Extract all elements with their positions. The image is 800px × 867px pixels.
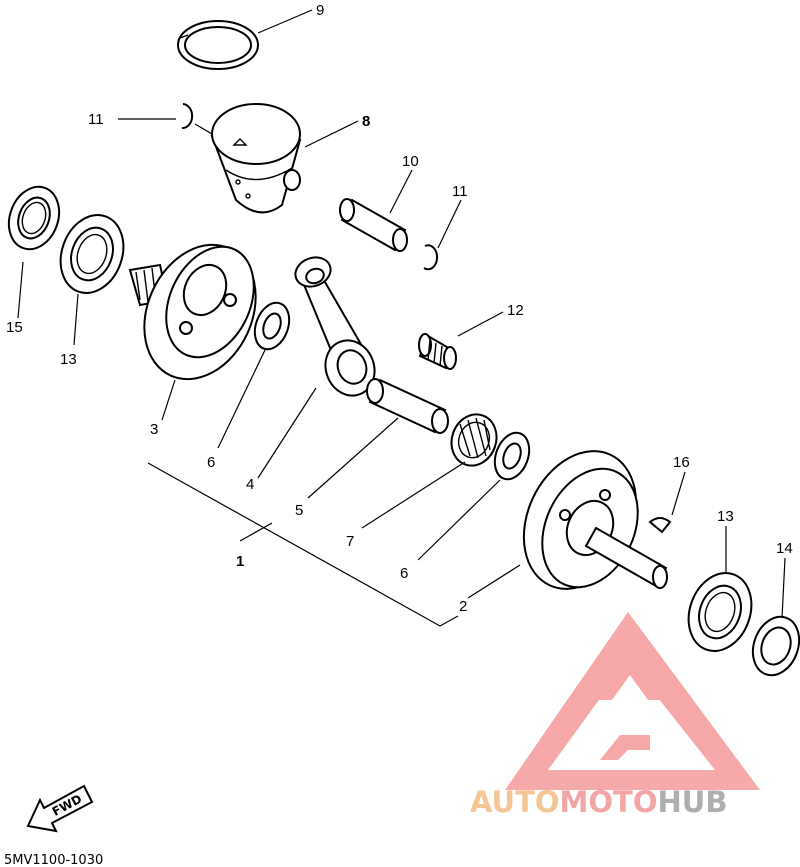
callout-11-right: 11	[452, 183, 468, 200]
watermark-moto: MOTO	[560, 785, 658, 819]
fwd-arrow-icon: FWD	[26, 784, 94, 833]
piston-part	[210, 103, 302, 214]
watermark-text: AUTOMOTOHUB	[470, 785, 727, 819]
circlip-top-part	[181, 103, 194, 129]
callout-4: 4	[246, 476, 254, 493]
callout-13-right: 13	[717, 508, 734, 525]
connecting-rod-part	[294, 256, 376, 397]
callout-11-top: 11	[88, 111, 104, 128]
callout-14: 14	[776, 540, 793, 557]
piston-pin-part	[339, 198, 408, 252]
callout-8: 8	[362, 113, 370, 130]
callout-6-left: 6	[207, 454, 215, 471]
callout-10: 10	[402, 153, 419, 170]
washer-right-part	[493, 431, 531, 481]
circlip-right-part	[423, 244, 439, 271]
crank-pin-part	[366, 378, 449, 434]
svg-text:AUTOMOTOHUB: AUTOMOTOHUB	[470, 785, 727, 819]
callout-7: 7	[346, 533, 354, 550]
oil-seal-left-part	[7, 185, 61, 251]
callout-labels: 9 11 8 10 11 12 15 13 3 6 4 16 5 13 7 14…	[6, 2, 793, 615]
callout-5: 5	[295, 502, 303, 519]
callout-1: 1	[236, 553, 244, 570]
callout-9: 9	[316, 2, 324, 19]
callout-6-right: 6	[400, 565, 408, 582]
watermark-auto: AUTO	[470, 785, 560, 819]
callout-15: 15	[6, 319, 23, 336]
callout-13-left: 13	[60, 351, 77, 368]
callout-16: 16	[673, 454, 690, 471]
callout-12: 12	[507, 302, 524, 319]
watermark-logo	[505, 612, 760, 790]
woodruff-key-part	[648, 517, 672, 534]
crank-half-right-part	[522, 450, 668, 590]
piston-ring-part	[177, 20, 259, 70]
big-end-bearing-part	[450, 413, 498, 467]
callout-2: 2	[459, 598, 467, 615]
bearing-right-part	[687, 572, 753, 652]
crank-half-left-part	[128, 243, 257, 381]
leader-lines	[17, 9, 786, 627]
small-end-bearing-part	[418, 333, 457, 370]
bearing-left-part	[59, 214, 125, 294]
watermark-hub: HUB	[658, 785, 728, 819]
washer-left-part	[253, 301, 291, 351]
callout-3: 3	[150, 421, 158, 438]
part-code: 5MV1100-1030	[4, 853, 103, 867]
oil-seal-right-part	[751, 615, 800, 677]
